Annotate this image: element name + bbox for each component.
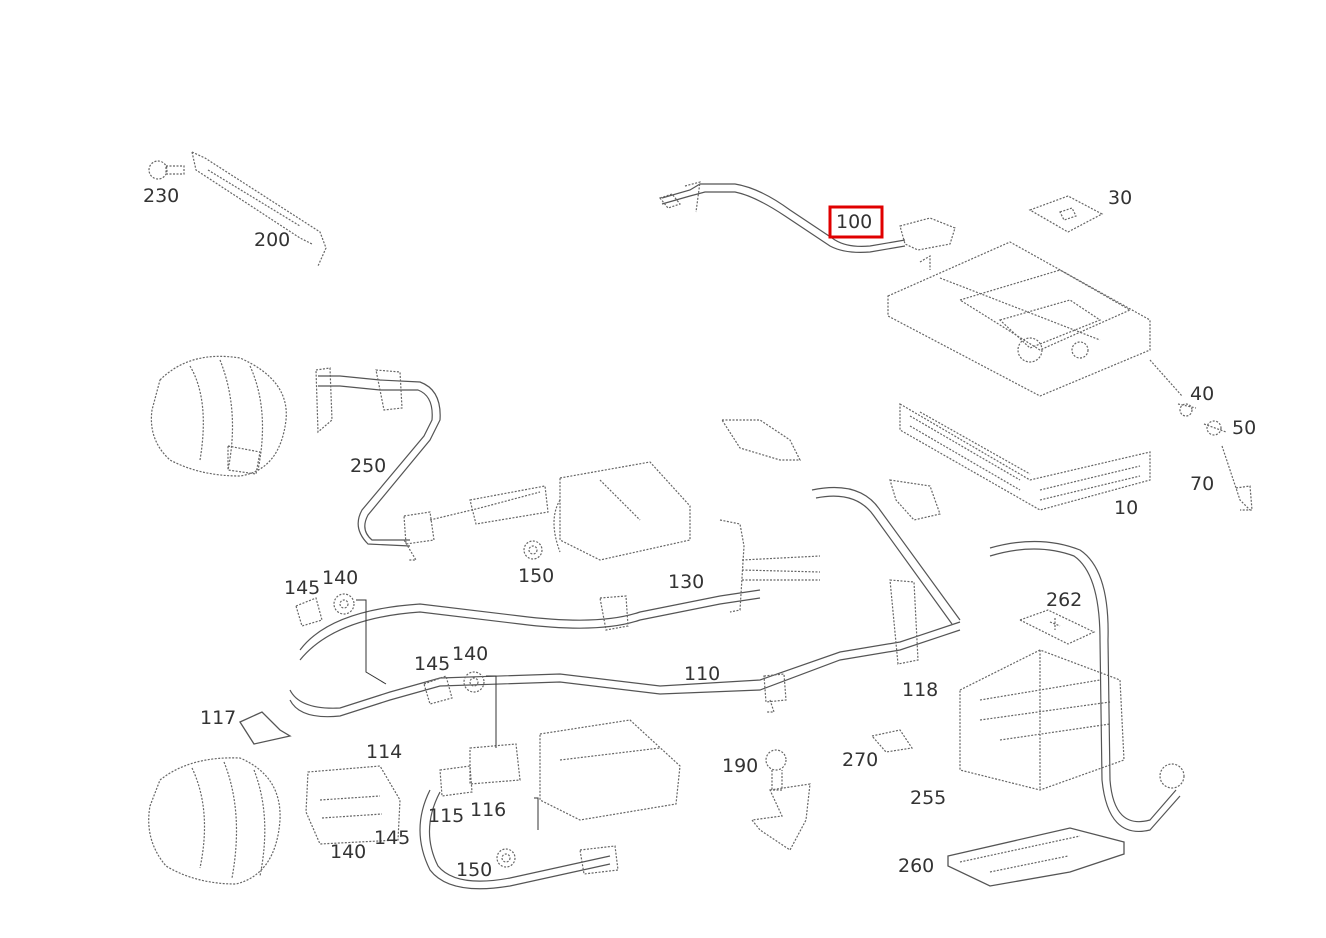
part-cable-110[interactable] [289,579,961,718]
part-grommet-145-b[interactable] [423,675,453,705]
callout-190[interactable]: 190 [722,755,758,777]
callout-145-b[interactable]: 145 [414,653,450,675]
callout-114[interactable]: 114 [366,741,402,763]
part-battery-unit[interactable] [887,241,1197,417]
part-cover-262[interactable] [1018,609,1096,645]
part-battery-tray-10[interactable] [899,402,1151,511]
callout-260[interactable]: 260 [898,855,934,877]
part-tray-260[interactable] [947,827,1125,887]
callout-145-c[interactable]: 145 [374,827,410,849]
callout-140-a[interactable]: 140 [322,567,358,589]
part-grommet-140-b[interactable] [463,671,485,693]
part-cable-fuse[interactable] [989,540,1185,832]
callout-30[interactable]: 30 [1108,187,1132,209]
callout-50[interactable]: 50 [1232,417,1256,439]
callout-150-upper[interactable]: 150 [518,565,554,587]
part-bracket-200[interactable] [191,151,327,267]
callout-70[interactable]: 70 [1190,473,1214,495]
callout-230[interactable]: 230 [143,185,179,207]
callout-110[interactable]: 110 [684,663,720,685]
callout-140-b[interactable]: 140 [452,643,488,665]
part-clip-117[interactable] [239,711,292,745]
callout-10[interactable]: 10 [1114,497,1138,519]
part-cable-150[interactable] [419,743,619,890]
callout-200[interactable]: 200 [254,229,290,251]
callout-140-c[interactable]: 140 [330,841,366,863]
callout-255[interactable]: 255 [910,787,946,809]
part-alternator-upper[interactable] [150,355,287,477]
part-cable-main[interactable] [720,419,961,625]
part-bolt-230[interactable] [148,160,185,180]
callout-150-lower[interactable]: 150 [456,859,492,881]
callout-100[interactable]: 100 [836,211,872,233]
callout-115[interactable]: 115 [428,805,464,827]
callout-145-a[interactable]: 145 [284,577,320,599]
callout-130[interactable]: 130 [668,571,704,593]
callout-116[interactable]: 116 [470,799,506,821]
part-grommet-145-a[interactable] [295,597,323,627]
highlight-box-100 [828,205,884,239]
part-grommet-140-a[interactable] [333,593,355,615]
part-cable-130[interactable] [299,519,821,661]
part-starter-upper[interactable] [523,461,691,561]
part-fuse-box-255[interactable] [959,649,1125,791]
part-cover-30[interactable] [1028,195,1104,233]
callout-118[interactable]: 118 [902,679,938,701]
part-bolt-190[interactable] [750,749,811,851]
callout-270[interactable]: 270 [842,749,878,771]
part-cable-250[interactable] [315,367,549,561]
part-screw-270[interactable] [870,729,914,753]
part-nut-50[interactable] [1203,420,1227,436]
part-starter-lower[interactable] [539,719,681,821]
callout-262[interactable]: 262 [1046,589,1082,611]
callout-40[interactable]: 40 [1190,383,1214,405]
part-relay-114[interactable] [305,765,401,845]
part-alternator-lower[interactable] [148,757,281,885]
leader-lines [356,599,539,830]
callout-117[interactable]: 117 [200,707,236,729]
callout-250[interactable]: 250 [350,455,386,477]
part-bolt-70[interactable] [1221,445,1253,511]
part-battery-cable-100[interactable] [658,181,956,253]
